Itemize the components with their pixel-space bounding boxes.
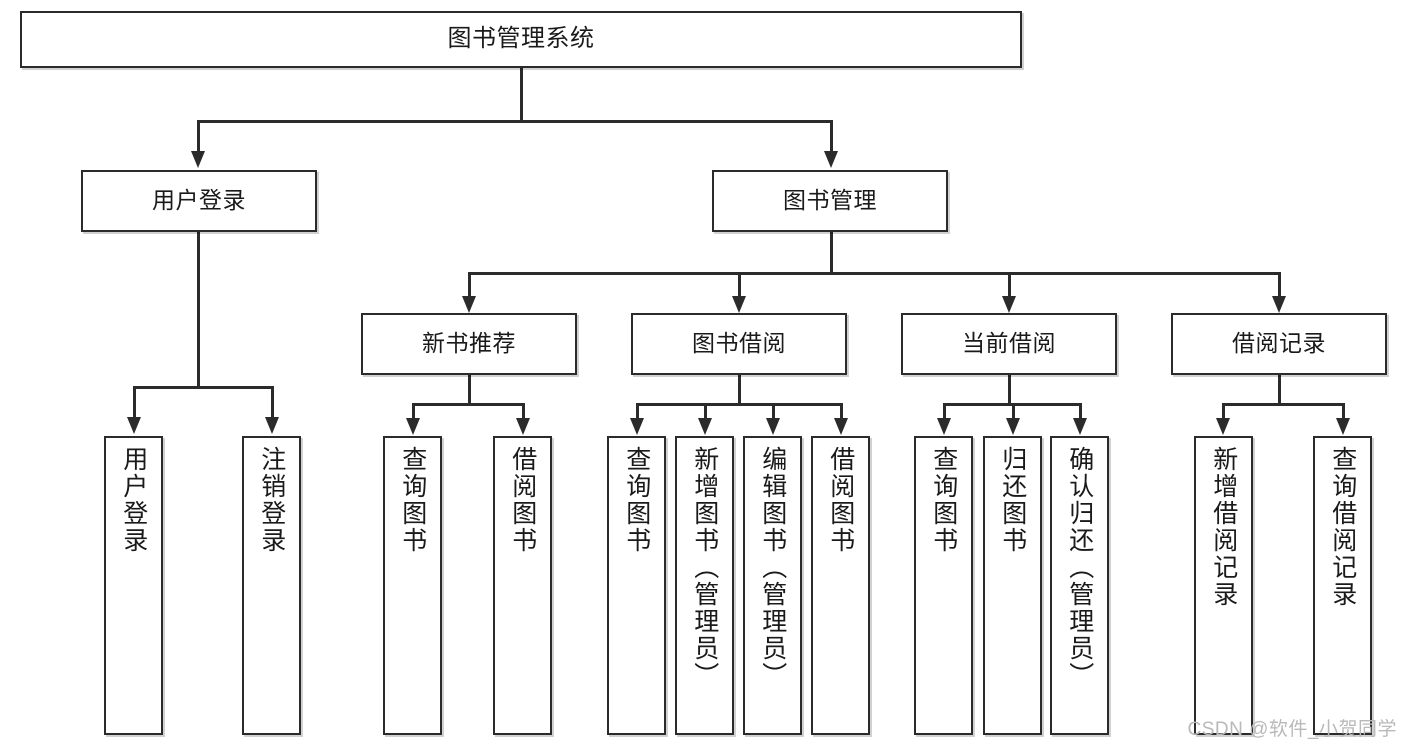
node-book-borrow-label: 图书借阅 [692, 330, 786, 357]
connector-bb-to-leaf-2 [704, 403, 707, 418]
connector-cb-to-leaf-2 [1012, 403, 1015, 418]
arrow-bm-to-current-borrow [1002, 296, 1016, 313]
node-leaf-query-book-2[interactable]: 查询图书 [607, 436, 666, 735]
arrow-bm-to-book-borrow [732, 296, 746, 313]
node-leaf-borrow-book-1-label: 借阅图书 [508, 446, 537, 554]
node-leaf-add-borrow-record-label: 新增借阅记录 [1209, 446, 1238, 608]
arrow-new-book-to-leaf-1 [406, 418, 420, 435]
connector-user-login-bus [133, 386, 273, 389]
connector-bb-to-leaf-3 [772, 403, 775, 418]
arrow-root-to-user-login [191, 151, 205, 168]
connector-root-to-user-login [197, 120, 200, 151]
connector-new-book-to-leaf-2 [522, 403, 525, 418]
node-root-label: 图书管理系统 [447, 25, 595, 53]
arrow-new-book-to-leaf-2 [516, 418, 530, 435]
connector-root-stem [520, 68, 523, 120]
connector-bm-to-borrow-record [1278, 272, 1281, 296]
connector-user-login-to-leaf-1 [133, 386, 136, 417]
connector-book-management-bus [468, 272, 1280, 275]
node-leaf-query-borrow-record[interactable]: 查询借阅记录 [1313, 436, 1372, 735]
node-book-management[interactable]: 图书管理 [712, 170, 948, 232]
node-leaf-borrow-book-1[interactable]: 借阅图书 [493, 436, 552, 735]
arrow-bb-to-leaf-4 [834, 418, 848, 435]
connector-root-bus [197, 120, 833, 123]
node-leaf-query-book-3-label: 查询图书 [929, 446, 958, 554]
node-borrow-record-label: 借阅记录 [1232, 330, 1326, 357]
arrow-cb-to-leaf-1 [937, 418, 951, 435]
arrow-cb-to-leaf-2 [1006, 418, 1020, 435]
connector-bm-to-book-borrow [738, 272, 741, 296]
connector-bm-to-current-borrow [1008, 272, 1011, 296]
node-leaf-query-book-1[interactable]: 查询图书 [383, 436, 442, 735]
node-book-management-label: 图书管理 [783, 187, 877, 214]
arrow-bm-to-new-book [462, 296, 476, 313]
node-root[interactable]: 图书管理系统 [20, 11, 1022, 68]
arrow-bb-to-leaf-3 [766, 418, 780, 435]
node-leaf-confirm-return[interactable]: 确认归还（管理员） [1050, 436, 1109, 735]
connector-book-management-stem [830, 232, 833, 272]
node-current-borrow-label: 当前借阅 [962, 330, 1056, 357]
connector-root-to-book-management [830, 120, 833, 151]
node-leaf-query-book-2-label: 查询图书 [622, 446, 651, 554]
connector-user-login-stem [197, 232, 200, 386]
node-book-borrow[interactable]: 图书借阅 [631, 313, 847, 375]
connector-bm-to-new-book [468, 272, 471, 296]
node-leaf-logout-login-label: 注销登录 [257, 446, 286, 554]
arrow-bb-to-leaf-1 [630, 418, 644, 435]
node-leaf-return-book-label: 归还图书 [998, 446, 1027, 554]
connector-br-to-leaf-2 [1342, 403, 1345, 418]
connector-new-book-stem [468, 375, 471, 403]
node-leaf-add-borrow-record[interactable]: 新增借阅记录 [1194, 436, 1253, 735]
node-leaf-add-book[interactable]: 新增图书（管理员） [675, 436, 734, 735]
connector-borrow-record-stem [1278, 375, 1281, 403]
arrow-br-to-leaf-1 [1216, 418, 1230, 435]
node-new-book-recommend-label: 新书推荐 [422, 330, 516, 357]
connector-bb-to-leaf-4 [840, 403, 843, 418]
node-leaf-add-book-label: 新增图书（管理员） [690, 446, 719, 689]
node-leaf-logout-login[interactable]: 注销登录 [242, 436, 301, 735]
node-leaf-return-book[interactable]: 归还图书 [983, 436, 1042, 735]
node-leaf-borrow-book-2[interactable]: 借阅图书 [811, 436, 870, 735]
connector-new-book-bus [412, 403, 524, 406]
arrow-bb-to-leaf-2 [698, 418, 712, 435]
connector-current-borrow-bus [943, 403, 1080, 406]
node-leaf-user-login[interactable]: 用户登录 [104, 436, 163, 735]
node-leaf-borrow-book-2-label: 借阅图书 [826, 446, 855, 554]
connector-cb-to-leaf-1 [943, 403, 946, 418]
connector-current-borrow-stem [1008, 375, 1011, 403]
node-leaf-edit-book-label: 编辑图书（管理员） [758, 446, 787, 689]
connector-bb-to-leaf-1 [636, 403, 639, 418]
node-new-book-recommend[interactable]: 新书推荐 [361, 313, 577, 375]
arrow-br-to-leaf-2 [1336, 418, 1350, 435]
arrow-user-login-to-leaf-2 [265, 417, 279, 434]
node-user-login-label: 用户登录 [152, 187, 246, 214]
node-borrow-record[interactable]: 借阅记录 [1171, 313, 1387, 375]
node-leaf-user-login-label: 用户登录 [119, 446, 148, 554]
connector-book-borrow-stem [738, 375, 741, 403]
connector-borrow-record-bus [1222, 403, 1344, 406]
node-leaf-query-book-1-label: 查询图书 [398, 446, 427, 554]
node-leaf-edit-book[interactable]: 编辑图书（管理员） [743, 436, 802, 735]
node-leaf-query-borrow-record-label: 查询借阅记录 [1328, 446, 1357, 608]
node-current-borrow[interactable]: 当前借阅 [901, 313, 1117, 375]
node-user-login[interactable]: 用户登录 [81, 170, 317, 232]
node-leaf-query-book-3[interactable]: 查询图书 [914, 436, 973, 735]
arrow-bm-to-borrow-record [1272, 296, 1286, 313]
connector-br-to-leaf-1 [1222, 403, 1225, 418]
connector-new-book-to-leaf-1 [412, 403, 415, 418]
node-leaf-confirm-return-label: 确认归还（管理员） [1065, 446, 1094, 689]
arrow-cb-to-leaf-3 [1073, 418, 1087, 435]
connector-user-login-to-leaf-2 [271, 386, 274, 417]
arrow-user-login-to-leaf-1 [127, 417, 141, 434]
connector-book-borrow-bus [636, 403, 842, 406]
arrow-root-to-book-management [824, 151, 838, 168]
connector-cb-to-leaf-3 [1079, 403, 1082, 418]
